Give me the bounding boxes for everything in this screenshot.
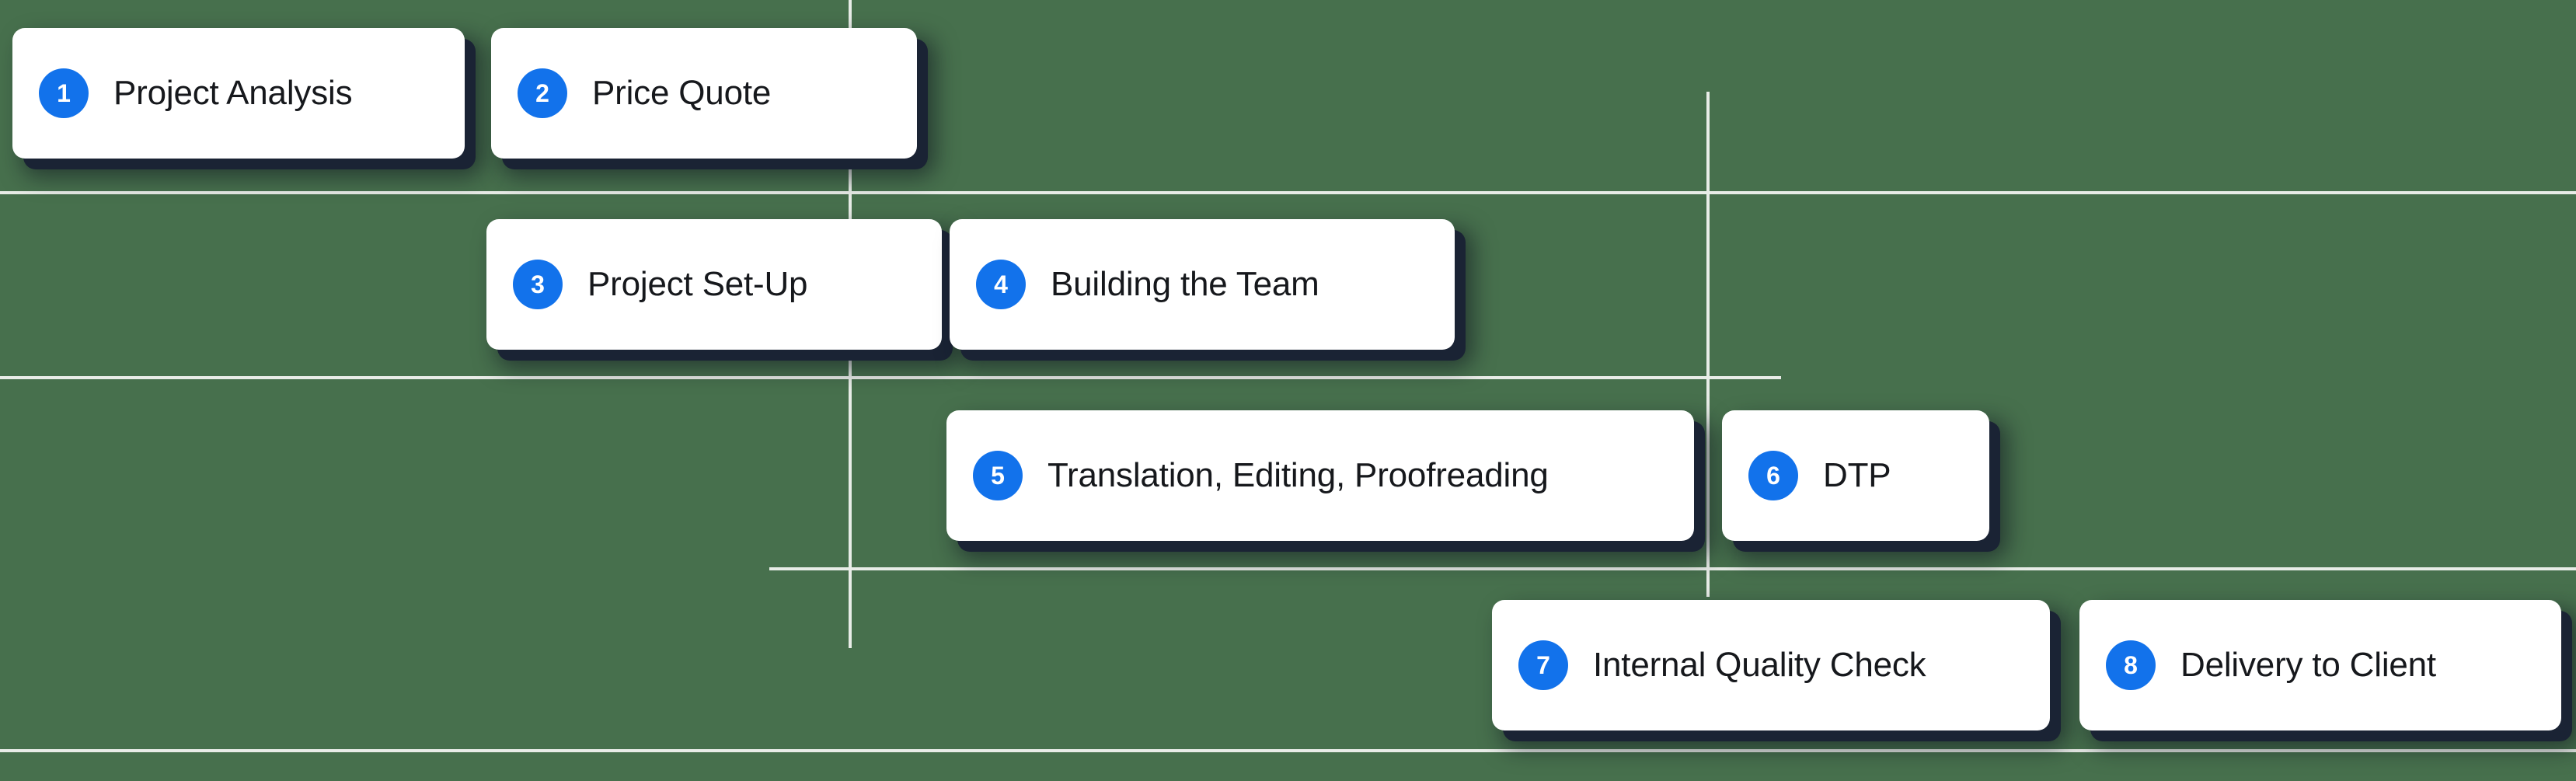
gridline-h-3: [769, 567, 2576, 570]
step-label: Project Analysis: [113, 74, 353, 112]
step-label: Translation, Editing, Proofreading: [1047, 456, 1549, 494]
gridline-h-4: [0, 749, 2576, 752]
step-card-5[interactable]: 5 Translation, Editing, Proofreading: [946, 410, 1694, 541]
step-number-badge: 3: [513, 260, 563, 309]
step-card-3[interactable]: 3 Project Set-Up: [486, 219, 942, 350]
step-number-badge: 5: [973, 451, 1023, 500]
step-number-badge: 8: [2106, 640, 2156, 690]
step-label: Price Quote: [592, 74, 772, 112]
step-number-badge: 4: [976, 260, 1026, 309]
step-card-2[interactable]: 2 Price Quote: [491, 28, 917, 159]
step-number-badge: 1: [39, 68, 89, 118]
step-card-1[interactable]: 1 Project Analysis: [12, 28, 465, 159]
step-label: Delivery to Client: [2180, 646, 2436, 684]
step-label: DTP: [1823, 456, 1891, 494]
step-number-badge: 6: [1748, 451, 1798, 500]
step-label: Internal Quality Check: [1593, 646, 1926, 684]
step-card-7[interactable]: 7 Internal Quality Check: [1492, 600, 2050, 730]
step-number-badge: 2: [518, 68, 567, 118]
step-card-6[interactable]: 6 DTP: [1722, 410, 1989, 541]
step-card-4[interactable]: 4 Building the Team: [950, 219, 1455, 350]
step-label: Project Set-Up: [587, 265, 808, 303]
gridline-h-2: [0, 376, 1781, 379]
step-number-badge: 7: [1518, 640, 1568, 690]
gridline-h-1: [0, 191, 2576, 194]
gridline-v-2: [1706, 92, 1710, 597]
step-label: Building the Team: [1051, 265, 1319, 303]
step-card-8[interactable]: 8 Delivery to Client: [2079, 600, 2561, 730]
